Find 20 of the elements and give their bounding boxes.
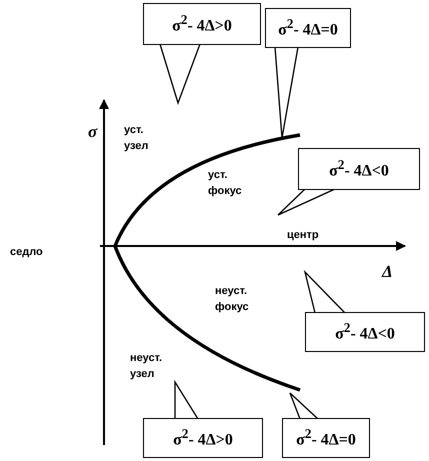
condition-formula: σ$^{2}$- 4Δ<0 [335, 320, 395, 344]
region-label: уст. фокус [208, 168, 243, 199]
callout-box [305, 312, 425, 352]
region-label: центр [287, 228, 319, 243]
region-label: неуст. фокус [215, 284, 250, 315]
callout-box [143, 3, 261, 45]
callout-box [265, 8, 351, 48]
condition-formula: σ$^{2}$- 4Δ=0 [296, 426, 356, 450]
callout-box [143, 418, 263, 458]
condition-formula: σ$^{2}$- 4Δ>0 [173, 426, 233, 450]
region-label: седло [10, 245, 43, 260]
callout-box [282, 418, 370, 458]
condition-formula: σ$^{2}$- 4Δ>0 [172, 12, 232, 36]
region-label: неуст. узел [130, 351, 164, 382]
region-label: уст. узел [124, 123, 150, 154]
axis-label: σ [88, 122, 98, 142]
condition-formula: σ$^{2}$- 4Δ<0 [329, 157, 389, 181]
condition-formula: σ$^{2}$- 4Δ=0 [278, 16, 338, 40]
callout-box [298, 148, 420, 190]
axis-label: Δ [382, 262, 393, 282]
